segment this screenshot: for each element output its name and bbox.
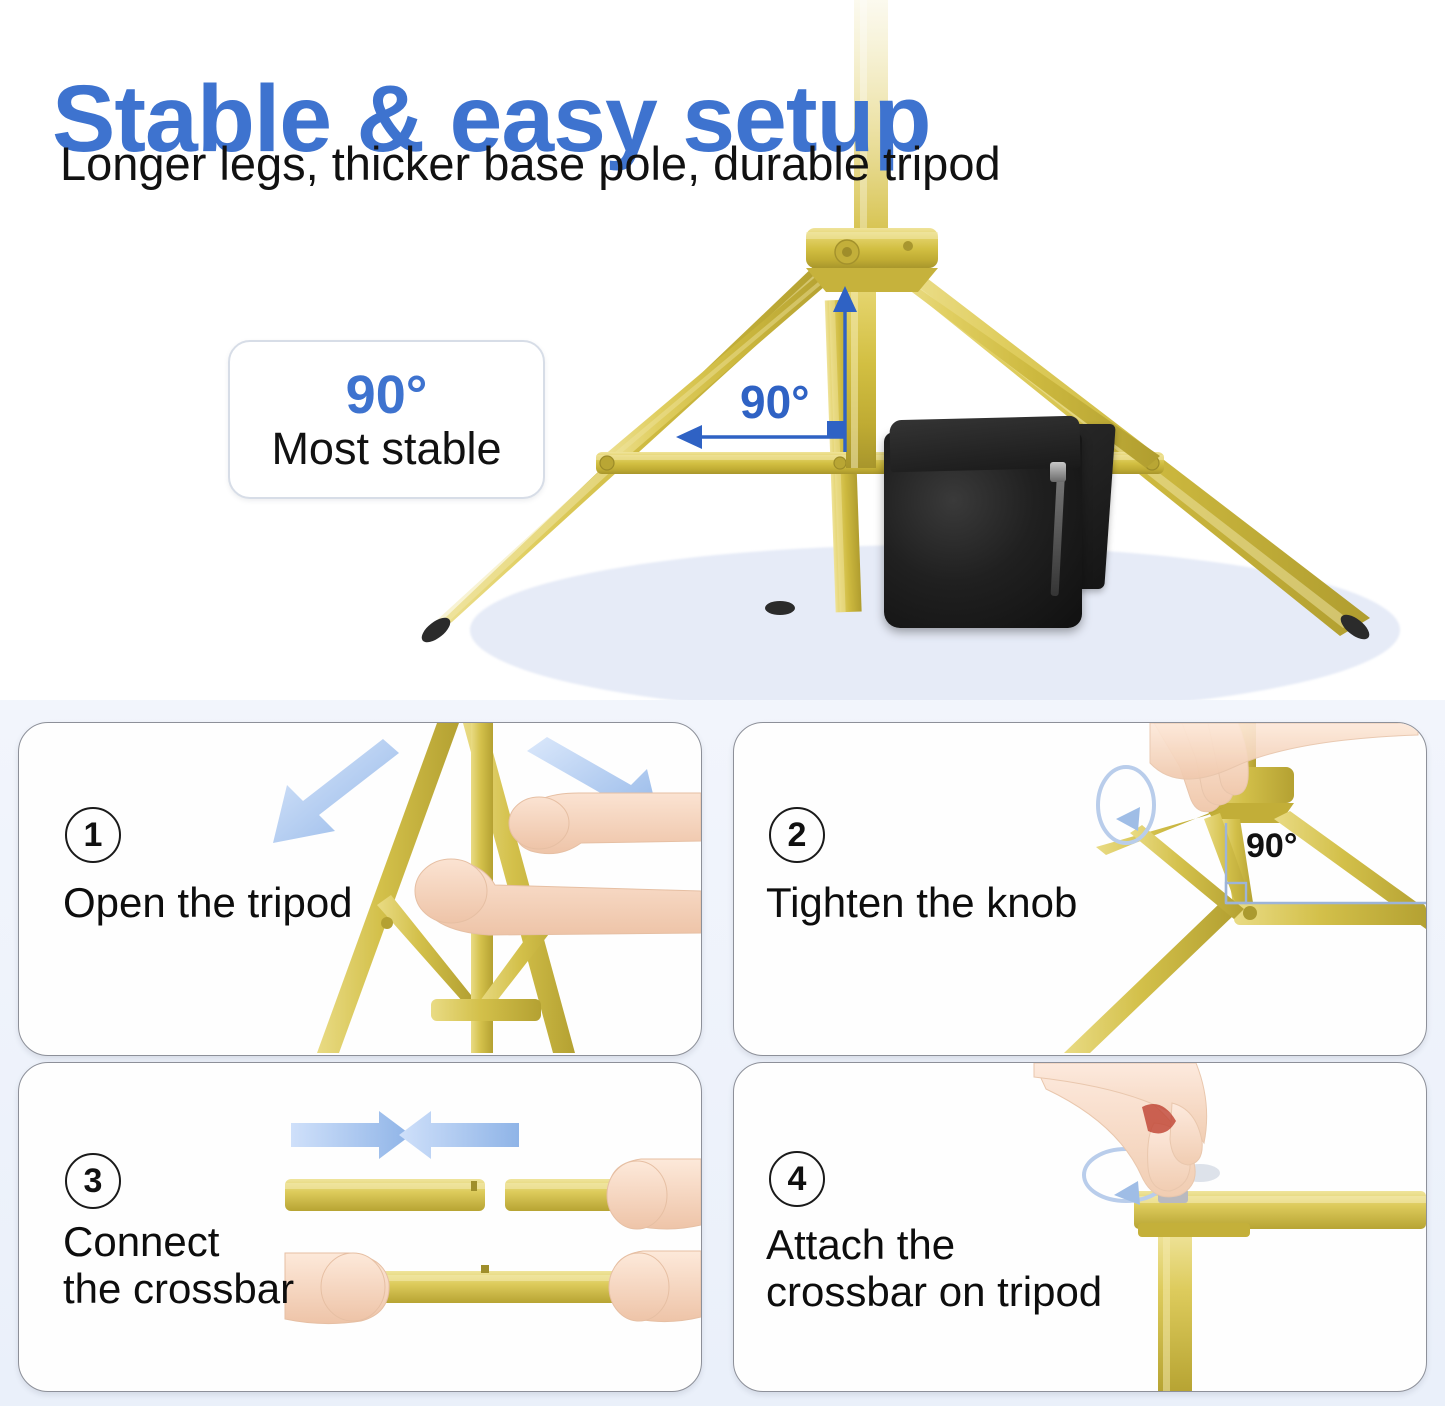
step-3-illustration [284,1111,701,1325]
step-3-caption: Connect the crossbar [63,1218,295,1313]
tripod-illustration [421,0,1370,643]
hero-angle-label: 90° [740,376,810,428]
page-subtitle: Longer legs, thicker base pole, durable … [60,137,1001,190]
step-2-caption: Tighten the knob [766,879,1078,926]
step-4-caption: Attach the crossbar on tripod [766,1221,1103,1316]
step-2-illustration [1064,723,1426,1053]
hero-section: 90° 90° Most stable Stable & easy setup … [0,0,1445,700]
step-3-number: 3 [65,1153,121,1209]
badge-degree-value: 90° [345,365,428,425]
page-title: Stable & easy setup [52,65,932,172]
step-1-caption: Open the tripod [63,879,353,926]
step-panel-4[interactable]: 4 Attach the crossbar on tripod [733,1062,1427,1392]
badge-label: Most stable [271,423,502,474]
sandbag-zipper-pull-icon [1050,462,1066,482]
step-panel-3[interactable]: 3 Connect the crossbar [18,1062,702,1392]
step-2-number: 2 [769,807,825,863]
step-panel-1[interactable]: 1 Open the tripod [18,722,702,1056]
most-stable-badge: 90° Most stable [228,340,545,499]
step-4-number: 4 [769,1151,825,1207]
sandbag-weight [884,415,1082,628]
step-1-illustration [273,723,701,1053]
angle-annotation-90 [676,286,857,452]
step-panel-2[interactable]: 2 Tighten the knob 90° [733,722,1427,1056]
step-2-degree-label: 90° [1246,827,1298,865]
step-1-number: 1 [65,807,121,863]
step-4-illustration [1033,1063,1426,1391]
